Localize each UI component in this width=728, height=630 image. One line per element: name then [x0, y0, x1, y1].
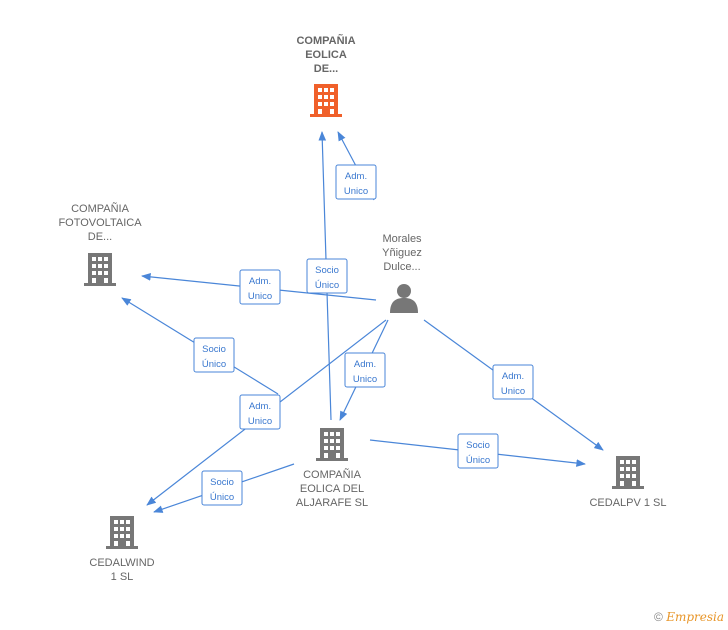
node-label-line: ALJARAFE SL	[296, 497, 368, 509]
edge-label-line: Unico	[248, 416, 272, 427]
node-label-line: COMPAÑIA	[71, 202, 130, 215]
node-label-line: Dulce...	[383, 261, 420, 273]
edge-label-line: Unico	[353, 374, 377, 385]
edge-label-line: Socio	[202, 344, 226, 355]
building-icon	[84, 253, 116, 286]
edge-label-frame	[344, 352, 386, 388]
edge-label-line: Unico	[344, 186, 368, 197]
node-n_main[interactable]: COMPAÑIA EOLICA DE...	[296, 34, 356, 117]
edge-label-line: Unico	[501, 386, 525, 397]
edge-n_person-to-n_main: Adm. Unico	[335, 131, 377, 201]
node-label-line: Morales	[382, 233, 422, 245]
building-icon	[310, 84, 342, 117]
node-label-line: CEDALPV 1 SL	[589, 497, 666, 509]
edge-label-line: Adm.	[354, 359, 376, 370]
node-n_fotovol[interactable]: COMPAÑIA FOTOVOLTAICA DE...	[58, 202, 142, 286]
person-icon	[390, 284, 418, 313]
edge-label-box[interactable]: Adm. Unico	[344, 352, 386, 388]
copyright-icon: ©	[654, 610, 663, 624]
node-label-line: COMPAÑIA	[303, 468, 362, 481]
edge-label-frame	[193, 337, 235, 373]
edge-n_person-to-n_cedalpv: Adm. Unico	[423, 319, 604, 451]
edge-n_person-to-n_aljarafe: Adm. Unico	[339, 319, 389, 421]
building-icon	[106, 516, 138, 549]
edge-label-line: Adm.	[345, 171, 367, 182]
edge-label-line: Unico	[248, 291, 272, 302]
edge-n_person-to-n_cedalwind: Adm. Unico	[146, 319, 387, 506]
edge-label-frame	[239, 269, 281, 305]
edge-label-line: Adm.	[249, 401, 271, 412]
node-label-line: FOTOVOLTAICA	[58, 217, 142, 229]
node-label-line: COMPAÑIA	[296, 34, 355, 47]
edge-label-line: Único	[202, 359, 226, 370]
node-label-line: DE...	[88, 231, 112, 243]
nodes-layer: COMPAÑIA EOLICA DE... COMPAÑIA FOTOVOLTAICA D…	[58, 34, 666, 583]
edge-label-box[interactable]: Adm. Unico	[492, 364, 534, 400]
edge-label-box[interactable]: Adm. Unico	[239, 269, 281, 305]
node-label-line: EOLICA	[305, 49, 347, 61]
edge-label-line: Adm.	[502, 371, 524, 382]
edge-label-line: Único	[315, 280, 339, 291]
node-label-line: Yñiguez	[382, 247, 422, 259]
edge-label-box[interactable]: Adm. Unico	[239, 394, 281, 430]
edge-label-frame	[492, 364, 534, 400]
edge-label-line: Adm.	[249, 276, 271, 287]
edge-label-line: Socio	[466, 440, 490, 451]
edge-n_person-to-n_fotovol: Adm. Unico	[141, 269, 377, 305]
edge-label-frame	[335, 164, 377, 200]
edge-label-line: Socio	[315, 265, 339, 276]
edge-label-frame	[239, 394, 281, 430]
node-label-line: DE...	[314, 63, 338, 75]
node-n_aljarafe[interactable]: COMPAÑIA EOLICA DEL ALJARAFE SL	[296, 428, 368, 509]
edge-label-line: Socio	[210, 477, 234, 488]
node-label-line: CEDALWIND	[89, 557, 154, 569]
node-n_cedalpv[interactable]: CEDALPV 1 SL	[589, 456, 667, 509]
building-icon	[612, 456, 644, 489]
edge-label-box[interactable]: Adm. Unico	[335, 164, 377, 200]
edge-label-frame	[201, 470, 243, 506]
node-n_cedalwind[interactable]: CEDALWIND 1 SL	[89, 516, 155, 583]
footer-brand: © Empresia	[654, 610, 724, 624]
node-label-line: 1 SL	[111, 571, 134, 583]
building-icon	[316, 428, 348, 461]
edge-label-line: Único	[210, 492, 234, 503]
brand-logo: Empresia	[666, 610, 724, 624]
edge-label-frame	[457, 433, 499, 469]
node-label-line: EOLICA DEL	[300, 483, 364, 495]
edge-label-frame	[306, 258, 348, 294]
node-n_person[interactable]: MoralesYñiguezDulce...	[382, 233, 422, 313]
edge-label-line: Único	[466, 455, 490, 466]
